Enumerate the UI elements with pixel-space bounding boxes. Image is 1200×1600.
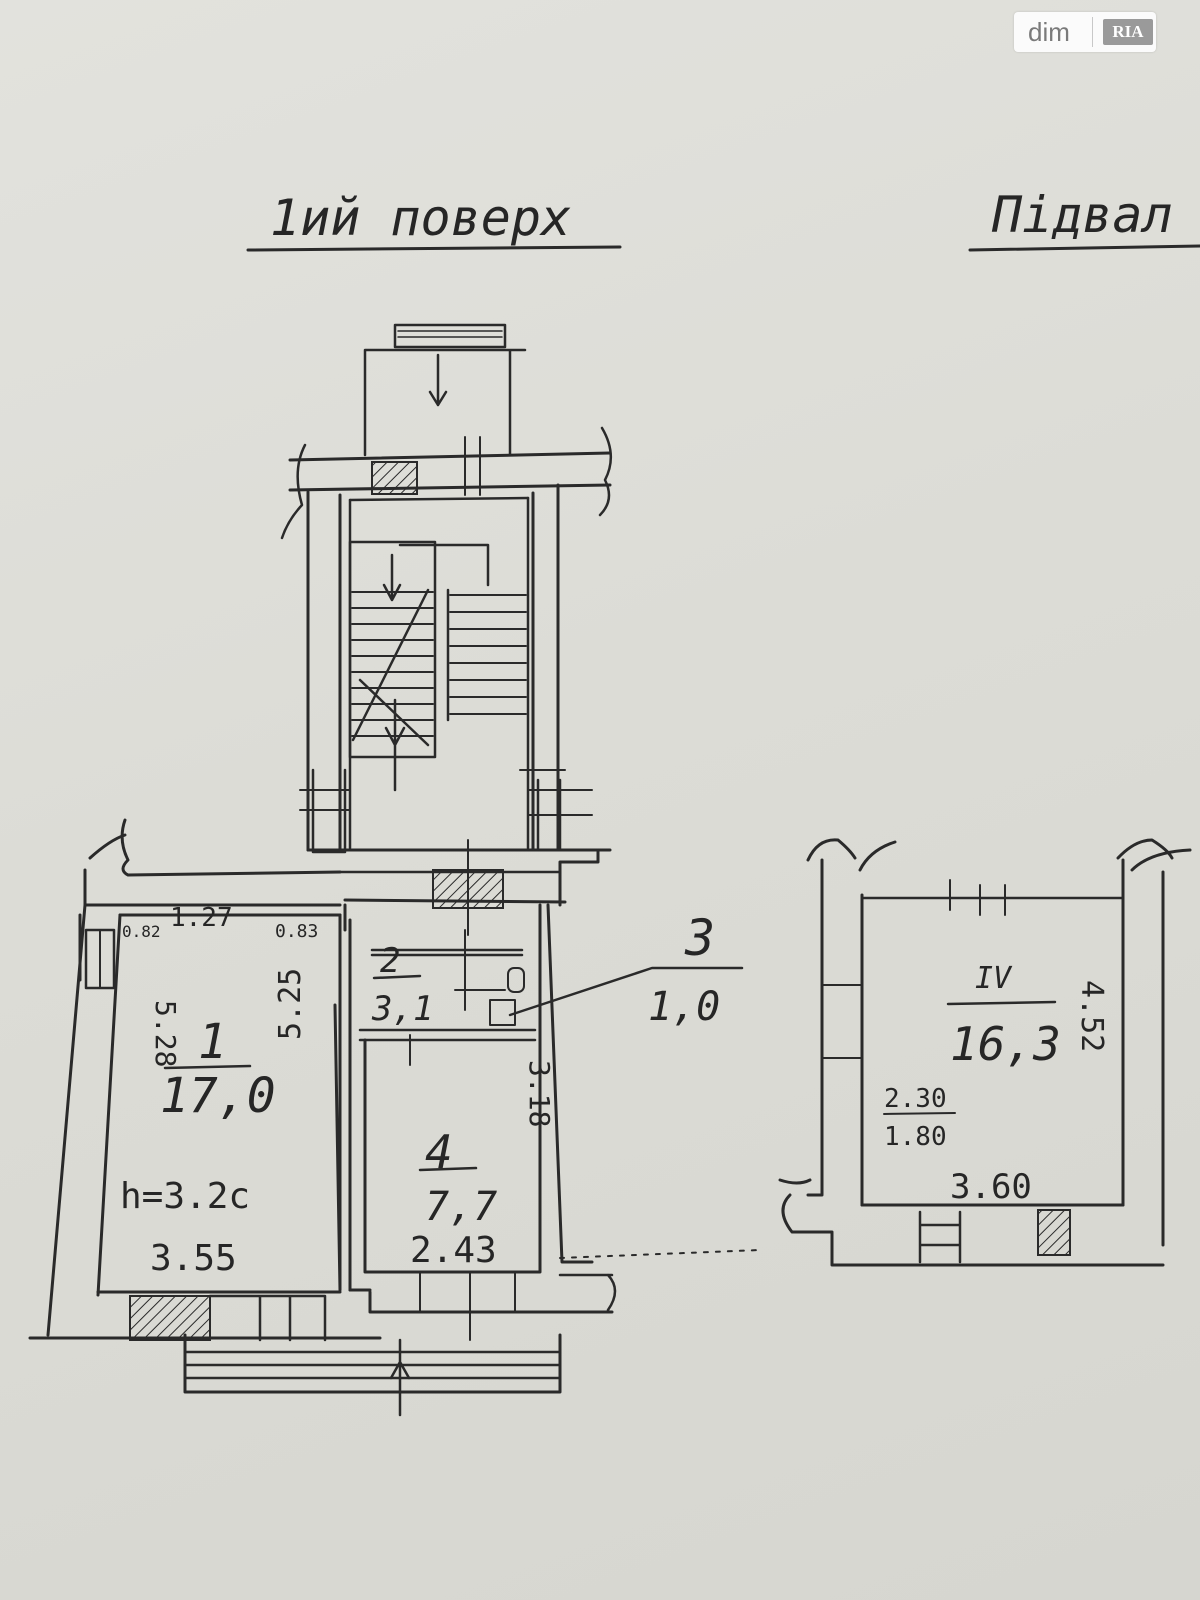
dim-1-80: 1.80 bbox=[884, 1122, 947, 1152]
room-1-height: h=3.2с bbox=[120, 1176, 250, 1217]
room-1-number: 1 bbox=[198, 1014, 227, 1070]
dim-3-55: 3.55 bbox=[150, 1238, 237, 1279]
room-1-area: 17,0 bbox=[160, 1068, 276, 1124]
room-4-area: 7,7 bbox=[425, 1184, 497, 1230]
basement-heading: Пiдвал bbox=[968, 186, 1200, 252]
room-2-area: 3,1 bbox=[371, 989, 433, 1029]
dim-3-60: 3.60 bbox=[950, 1167, 1032, 1207]
dim-0-82: 0.82 bbox=[122, 922, 161, 941]
room-2-3: 2 3,1 3 1,0 bbox=[343, 903, 744, 1292]
first-floor-title: 1ий поверх bbox=[270, 189, 571, 247]
entrance-vestibule bbox=[363, 323, 527, 457]
first-floor-heading: 1ий поверх bbox=[246, 189, 622, 252]
dim-2-30: 2.30 bbox=[884, 1084, 947, 1114]
dim-2-43: 2.43 bbox=[410, 1230, 497, 1271]
dim-5-25: 5.25 bbox=[273, 968, 308, 1040]
stair-steps-right bbox=[446, 588, 527, 722]
basement-title: Пiдвал bbox=[991, 186, 1173, 244]
watermark-dim-text: dim bbox=[1028, 16, 1070, 47]
room-1: 1.27 0.82 0.83 5.28 5.25 1 17,0 h=3.2с 3… bbox=[28, 903, 382, 1342]
entrance-steps bbox=[183, 1333, 562, 1417]
dim-0-83: 0.83 bbox=[275, 921, 318, 942]
watermark-ria-logo: RIA bbox=[1103, 19, 1153, 45]
room-2-number: 2 bbox=[380, 941, 400, 981]
room-IV-area: 16,3 bbox=[950, 1017, 1061, 1071]
watermark-separator bbox=[1092, 17, 1093, 47]
first-floor-plan: 1.27 0.82 0.83 5.28 5.25 1 17,0 h=3.2с 3… bbox=[28, 323, 761, 1417]
stairwell bbox=[280, 426, 612, 854]
room-4: 3.18 4 7,7 2.43 bbox=[348, 903, 761, 1341]
dim-3-18: 3.18 bbox=[523, 1060, 556, 1127]
stair-steps-left bbox=[351, 588, 434, 792]
room-3-area: 1,0 bbox=[648, 984, 720, 1030]
basement-plan: IV 16,3 4.52 2.30 1.80 3.60 bbox=[778, 838, 1192, 1267]
room-IV-number: IV bbox=[975, 961, 1013, 996]
dim-4-52: 4.52 bbox=[1074, 980, 1109, 1052]
room-3-number: 3 bbox=[684, 909, 715, 967]
dim-5-28: 5.28 bbox=[149, 1000, 182, 1067]
dim-1-27: 1.27 bbox=[170, 903, 233, 933]
dim-ria-watermark: dim RIA bbox=[1014, 12, 1156, 52]
corridor bbox=[83, 818, 600, 936]
